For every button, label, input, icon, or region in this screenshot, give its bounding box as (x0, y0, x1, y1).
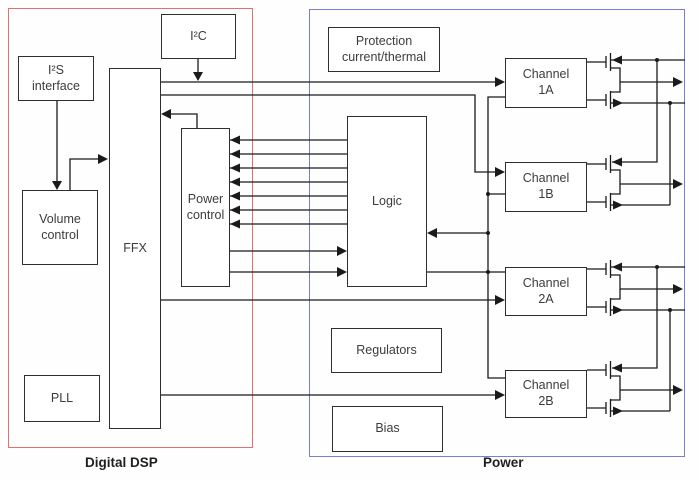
power-section-frame (309, 9, 685, 457)
channel-feedback-bus (427, 96, 505, 379)
block-regulators: Regulators (331, 328, 442, 373)
block-channel-2b: Channel 2B (505, 370, 587, 418)
block-pll: PLL (24, 375, 100, 422)
block-i2s-interface: I²S interface (18, 56, 94, 101)
fet-pair-1a (587, 53, 676, 109)
junction-dots (486, 58, 672, 312)
block-ffx: FFX (109, 68, 161, 429)
logic-powerctl-lines (230, 139, 347, 273)
arrowheads (52, 55, 683, 416)
bus-lines (161, 81, 496, 396)
block-volume-control: Volume control (22, 190, 98, 265)
block-channel-1b: Channel 1B (505, 162, 587, 212)
digital-dsp-section-frame (8, 8, 253, 448)
rails-pair-2 (610, 266, 685, 412)
rails-pair-1 (610, 59, 685, 206)
block-logic: Logic (347, 116, 427, 287)
fet-pair-2b (587, 361, 676, 417)
block-power-control: Power control (181, 128, 230, 287)
block-channel-2a: Channel 2A (505, 267, 587, 316)
fet-pair-2a (587, 260, 676, 316)
dsp-signal-lines (56, 59, 199, 190)
block-bias: Bias (332, 406, 443, 452)
power-section-label: Power (483, 455, 524, 470)
block-protection: Protection current/thermal (328, 27, 440, 72)
fet-pair-1b (587, 155, 676, 211)
block-i2c: I²C (161, 14, 236, 59)
digital-dsp-section-label: Digital DSP (85, 455, 158, 470)
block-channel-1a: Channel 1A (505, 58, 587, 108)
